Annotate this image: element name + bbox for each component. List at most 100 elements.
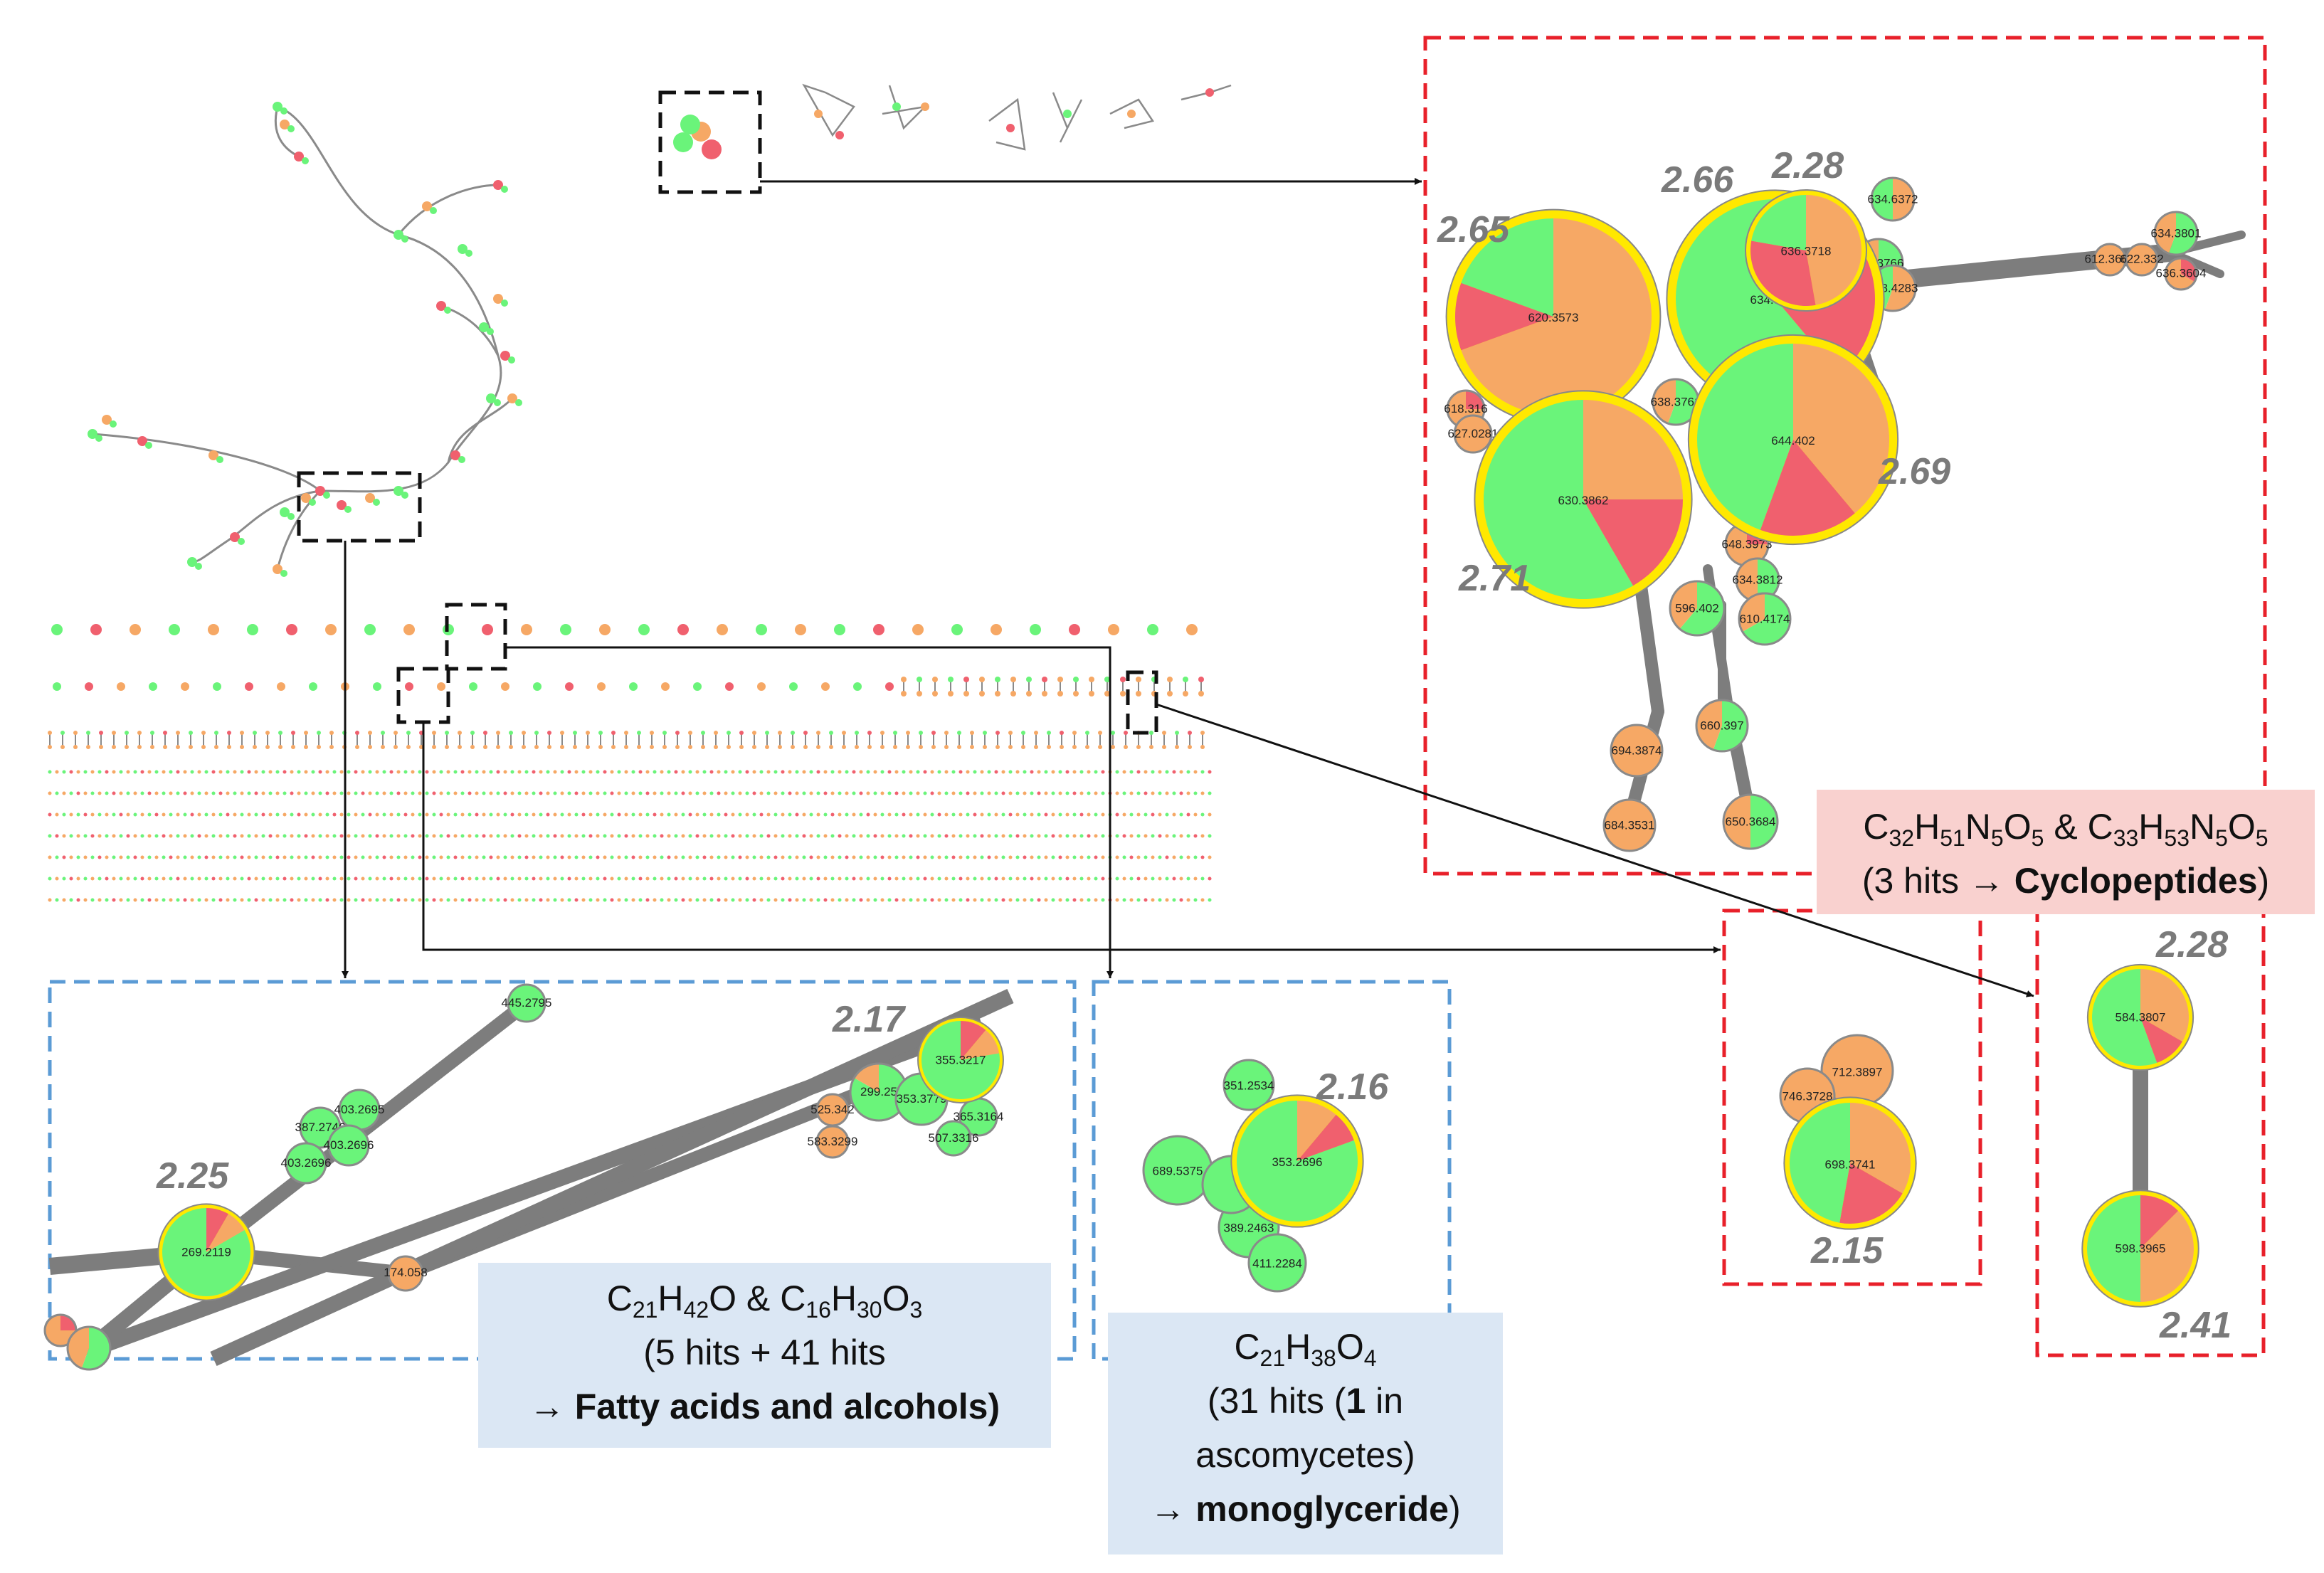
singleton-dot bbox=[268, 855, 273, 859]
select-box-cyclopeptides bbox=[658, 90, 762, 194]
singleton-dot bbox=[1186, 898, 1190, 902]
singleton-dot bbox=[1030, 770, 1034, 774]
singleton-dot bbox=[880, 731, 884, 735]
singleton-dot bbox=[453, 791, 458, 795]
overview-dot bbox=[323, 492, 330, 499]
singleton-dot bbox=[773, 812, 778, 817]
overview-dot bbox=[280, 107, 287, 115]
singleton-dot bbox=[154, 812, 159, 817]
singleton-dot bbox=[842, 731, 846, 735]
singleton-dot bbox=[944, 898, 949, 902]
singleton-dot bbox=[389, 770, 394, 774]
singleton-dot bbox=[830, 791, 835, 795]
fatty-acid-nodes: 445.2795403.2695387.2746403.2696403.2696… bbox=[43, 983, 1004, 1371]
singleton-dot bbox=[169, 898, 173, 902]
score-label: 2.66 bbox=[1661, 159, 1734, 201]
singleton-dot bbox=[1186, 770, 1190, 774]
singleton-dot bbox=[112, 834, 116, 838]
singleton-dot bbox=[304, 876, 308, 881]
singleton-dot bbox=[268, 834, 273, 838]
singleton-dot bbox=[381, 731, 385, 735]
singleton-dot bbox=[389, 876, 394, 881]
singleton-dot bbox=[588, 791, 593, 795]
singleton-dot bbox=[702, 770, 707, 774]
singleton-dot bbox=[496, 812, 500, 817]
singleton-dot bbox=[254, 791, 258, 795]
singleton-dot bbox=[1101, 855, 1105, 859]
singleton-dot bbox=[603, 834, 607, 838]
singleton-dot bbox=[752, 812, 756, 817]
singleton-dot bbox=[183, 834, 187, 838]
singleton-dot bbox=[586, 731, 590, 735]
singleton-dot bbox=[916, 791, 920, 795]
singleton-dot bbox=[332, 834, 337, 838]
singleton-dot bbox=[137, 745, 142, 749]
singleton-dot bbox=[181, 682, 189, 691]
singleton-dot bbox=[830, 876, 835, 881]
singleton-dot bbox=[574, 770, 579, 774]
singleton-dot bbox=[97, 770, 102, 774]
singleton-dot bbox=[1072, 812, 1077, 817]
singleton-dot bbox=[1200, 898, 1205, 902]
singleton-dot bbox=[752, 770, 756, 774]
singleton-dot bbox=[183, 876, 187, 881]
singleton-dot bbox=[887, 876, 892, 881]
singleton-dot bbox=[966, 812, 970, 817]
singleton-dot bbox=[859, 898, 863, 902]
singleton-dot bbox=[1167, 677, 1173, 682]
singleton-dot bbox=[1001, 898, 1005, 902]
singleton-dot bbox=[240, 898, 244, 902]
singleton-dot bbox=[645, 876, 650, 881]
singleton-dot bbox=[140, 770, 144, 774]
singleton-dot bbox=[105, 791, 109, 795]
top-row-dot bbox=[1063, 110, 1072, 118]
singleton-dot bbox=[509, 745, 513, 749]
node-mz-label: 638.3761 bbox=[1651, 395, 1701, 408]
singleton-dot bbox=[1015, 898, 1020, 902]
singleton-dot bbox=[1179, 834, 1183, 838]
singleton-dot bbox=[1065, 770, 1069, 774]
singleton-dot bbox=[90, 834, 95, 838]
overview-dot bbox=[187, 557, 197, 567]
top-row-dot bbox=[702, 139, 722, 159]
network-node: 634.3801 bbox=[2151, 211, 2201, 256]
singleton-dot bbox=[268, 876, 273, 881]
singleton-dot bbox=[1098, 745, 1102, 749]
singleton-dot bbox=[951, 624, 963, 635]
singleton-dot bbox=[275, 812, 280, 817]
singleton-dot bbox=[432, 898, 436, 902]
singleton-dot bbox=[596, 898, 600, 902]
singleton-dot bbox=[756, 624, 767, 635]
singleton-dot bbox=[1079, 834, 1084, 838]
singleton-dot bbox=[1030, 855, 1034, 859]
singleton-dot bbox=[937, 812, 941, 817]
singleton-dot bbox=[453, 812, 458, 817]
singleton-dot bbox=[816, 855, 820, 859]
singleton-dot bbox=[468, 898, 472, 902]
singleton-dot bbox=[355, 745, 359, 749]
singleton-dot bbox=[368, 731, 372, 735]
singleton-dot bbox=[382, 855, 386, 859]
singleton-dot bbox=[55, 898, 59, 902]
singleton-dot bbox=[204, 812, 208, 817]
singleton-dot bbox=[347, 770, 351, 774]
singleton-dot bbox=[887, 812, 892, 817]
singleton-dot bbox=[1104, 677, 1110, 682]
singleton-dot bbox=[291, 745, 295, 749]
singleton-dot bbox=[631, 834, 635, 838]
singleton-dot bbox=[931, 745, 936, 749]
singleton-dot bbox=[859, 876, 863, 881]
singleton-dot bbox=[1101, 834, 1105, 838]
singleton-dot bbox=[189, 731, 193, 735]
singleton-dot bbox=[211, 812, 216, 817]
singleton-dot bbox=[979, 691, 985, 697]
singleton-dot bbox=[475, 898, 479, 902]
singleton-dot bbox=[396, 834, 401, 838]
singleton-dot bbox=[738, 770, 742, 774]
singleton-dot bbox=[873, 855, 877, 859]
singleton-dot bbox=[254, 876, 258, 881]
singleton-dot bbox=[546, 876, 550, 881]
overview-dot bbox=[479, 322, 489, 332]
singleton-dot bbox=[866, 770, 870, 774]
singleton-dot bbox=[724, 834, 728, 838]
